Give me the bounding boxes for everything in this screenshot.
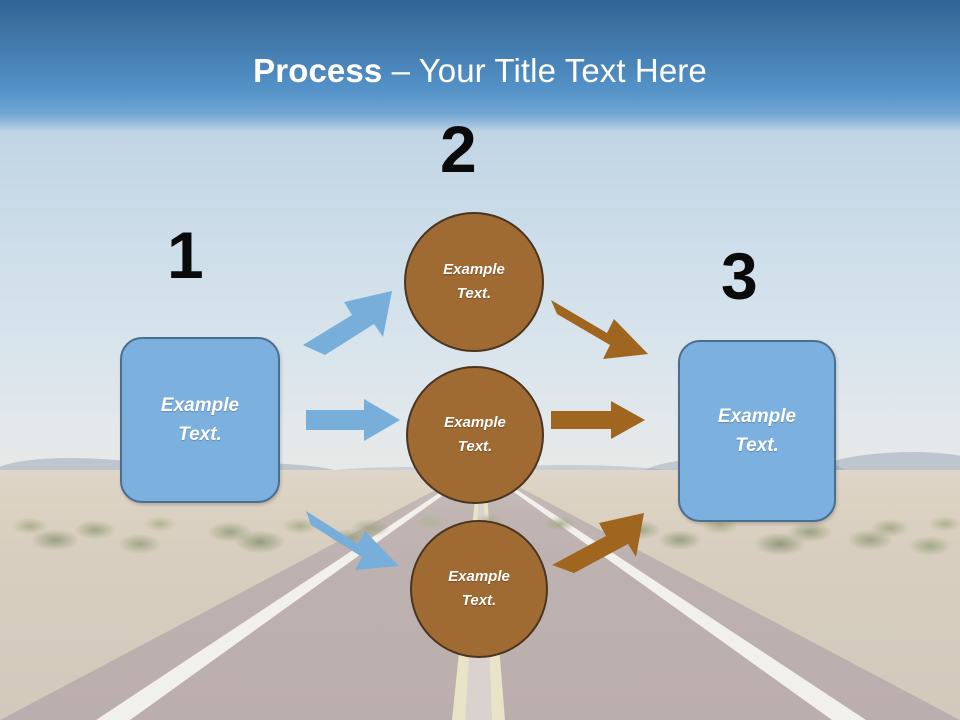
arrow-left-to-bottom-circle [306,511,399,570]
arrow-left-to-middle-circle [306,399,400,441]
arrow-bottom-circle-to-right [552,513,644,573]
arrow-left-to-top-circle [303,291,392,355]
shape-text-line-1: Example [160,394,240,416]
slide-title-normal: – Your Title Text Here [391,52,707,89]
shape-text-line-1: Example [717,405,797,427]
shape-text-line-2: Text. [178,424,222,445]
shape-text-line-2: Text. [735,435,779,456]
step-number-1: 1 [167,218,204,292]
step-number-2: 2 [440,112,477,186]
shape-left-box[interactable]: Example Text. [120,337,280,503]
slide-title: Process – Your Title Text Here [0,52,960,90]
shape-text-line-2: Text. [456,285,492,302]
arrow-middle-circle-to-right [551,401,645,439]
shape-right-box[interactable]: Example Text. [678,340,836,522]
shape-circle-middle[interactable]: Example Text. [406,366,544,504]
step-number-3: 3 [721,239,758,313]
shape-text-line-1: Example [448,568,510,585]
header-gradient-band [0,0,960,132]
shape-circle-top[interactable]: Example Text. [404,212,544,352]
slide-title-bold: Process [253,52,392,89]
arrow-top-circle-to-right [551,300,648,359]
shape-text-line-2: Text. [461,592,497,609]
shape-text-line-1: Example [443,261,505,278]
shape-circle-bottom[interactable]: Example Text. [410,520,548,658]
shape-text-line-1: Example [444,414,506,431]
shape-text-line-2: Text. [457,438,493,455]
